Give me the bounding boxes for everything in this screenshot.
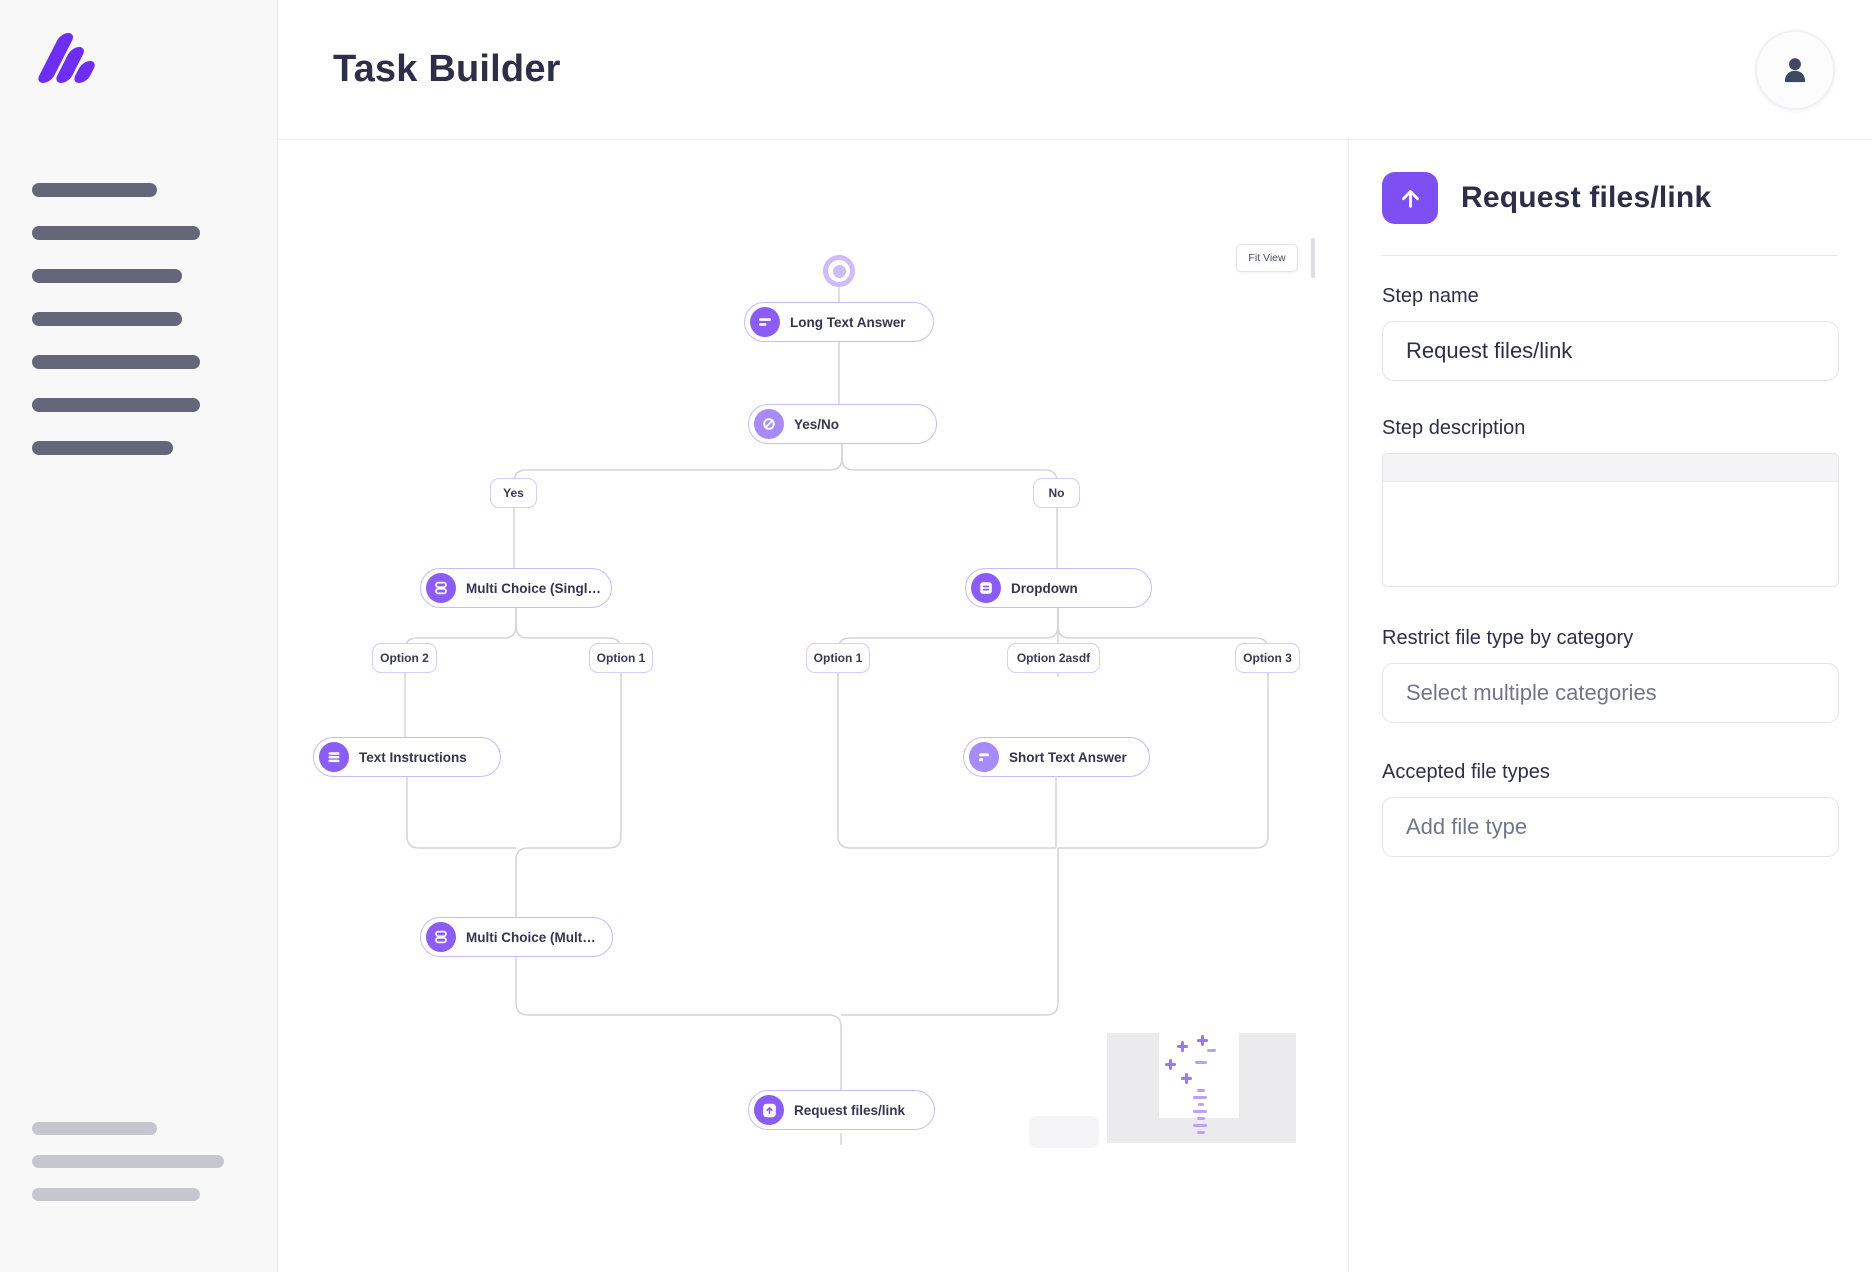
upload-icon bbox=[754, 1095, 784, 1125]
skeleton-bar bbox=[32, 269, 182, 283]
skeleton-bar bbox=[32, 312, 182, 326]
header: Task Builder bbox=[278, 0, 1872, 140]
app-logo-icon bbox=[38, 33, 95, 83]
sidebar-skeleton-menu bbox=[32, 183, 200, 455]
minimap-node-mark bbox=[1197, 1117, 1205, 1120]
flow-node-yes-no[interactable]: Yes/No bbox=[748, 404, 937, 444]
chip-label: Yes bbox=[503, 486, 524, 500]
fit-view-button[interactable]: Fit View bbox=[1236, 244, 1298, 272]
branch-chip-option-1[interactable]: Option 1 bbox=[806, 643, 870, 673]
yes-no-icon bbox=[754, 409, 784, 439]
minimap-node-mark bbox=[1165, 1059, 1176, 1070]
branch-chip-option-2asdf[interactable]: Option 2asdf bbox=[1007, 643, 1100, 673]
chip-label: Option 1 bbox=[813, 651, 863, 665]
minimap-node-mark bbox=[1193, 1096, 1207, 1099]
flow-node-dropdown[interactable]: Dropdown bbox=[965, 568, 1152, 608]
branch-chip-yes[interactable]: Yes bbox=[490, 478, 537, 508]
flow-node-long-text-answer[interactable]: Long Text Answer bbox=[744, 302, 934, 342]
chip-label: No bbox=[1048, 486, 1065, 500]
branch-chip-option-2[interactable]: Option 2 bbox=[372, 643, 437, 673]
multi-choice-icon bbox=[426, 922, 456, 952]
skeleton-bar bbox=[32, 183, 157, 197]
skeleton-bar bbox=[32, 441, 173, 455]
skeleton-bar bbox=[32, 1188, 200, 1201]
flow-node-request-files-link[interactable]: Request files/link bbox=[748, 1090, 935, 1130]
minimap-node-mark bbox=[1193, 1110, 1207, 1113]
node-label: Yes/No bbox=[794, 416, 840, 432]
skeleton-bar bbox=[32, 1155, 224, 1168]
flow-node-multi-choice-multi[interactable]: Multi Choice (Mult… bbox=[420, 917, 613, 957]
panel-title: Request files/link bbox=[1461, 181, 1712, 214]
dropdown-icon bbox=[971, 573, 1001, 603]
node-label: Short Text Answer bbox=[1009, 749, 1127, 765]
step-description-label: Step description bbox=[1382, 417, 1526, 439]
short-text-icon bbox=[969, 742, 999, 772]
step-name-input[interactable] bbox=[1382, 321, 1839, 381]
skeleton-bar bbox=[32, 1122, 157, 1135]
node-label: Dropdown bbox=[1011, 580, 1078, 596]
minimap-node-mark bbox=[1193, 1124, 1207, 1127]
skeleton-bar bbox=[32, 355, 200, 369]
node-label: Multi Choice (Singl… bbox=[466, 580, 601, 596]
minimap-node-mark bbox=[1197, 1035, 1208, 1046]
minimap-artifact bbox=[1029, 1116, 1099, 1148]
node-label: Long Text Answer bbox=[790, 314, 906, 330]
sidebar-skeleton-footer bbox=[32, 1122, 224, 1201]
flow-node-text-instructions[interactable]: Text Instructions bbox=[313, 737, 501, 777]
skeleton-bar bbox=[32, 226, 200, 240]
user-avatar-button[interactable] bbox=[1755, 29, 1835, 110]
category-multiselect[interactable] bbox=[1382, 663, 1839, 723]
step-description-editor[interactable] bbox=[1382, 453, 1839, 587]
minimap-node-mark bbox=[1207, 1049, 1216, 1052]
branch-chip-no[interactable]: No bbox=[1033, 478, 1080, 508]
chip-label: Option 2 bbox=[380, 651, 429, 665]
page-title: Task Builder bbox=[333, 48, 561, 90]
accepted-file-types-label: Accepted file types bbox=[1382, 761, 1550, 783]
description-toolbar bbox=[1383, 454, 1838, 482]
restrict-file-type-label: Restrict file type by category bbox=[1382, 627, 1634, 649]
minimap-node-mark bbox=[1181, 1073, 1192, 1084]
branch-chip-option-1[interactable]: Option 1 bbox=[589, 643, 653, 673]
text-instructions-icon bbox=[319, 742, 349, 772]
minimap-node-mark bbox=[1195, 1061, 1207, 1064]
branch-chip-option-3[interactable]: Option 3 bbox=[1235, 643, 1300, 673]
panel-divider bbox=[1382, 255, 1838, 256]
minimap-node-mark bbox=[1197, 1089, 1205, 1092]
sidebar bbox=[0, 0, 278, 1272]
panel-header: Request files/link bbox=[1382, 172, 1838, 224]
step-name-label: Step name bbox=[1382, 285, 1479, 307]
multi-choice-icon bbox=[426, 573, 456, 603]
flow-canvas[interactable]: Long Text Answer Yes/No Multi Choice (Si… bbox=[278, 140, 1348, 1272]
step-settings-panel: Request files/link Step name Step descri… bbox=[1348, 140, 1872, 1272]
minimap-node-mark bbox=[1197, 1131, 1205, 1134]
person-icon bbox=[1784, 57, 1806, 82]
flow-node-multi-choice-single[interactable]: Multi Choice (Singl… bbox=[420, 568, 612, 608]
canvas-scrollbar[interactable] bbox=[1311, 238, 1315, 278]
skeleton-bar bbox=[32, 398, 200, 412]
chip-label: Option 3 bbox=[1243, 651, 1292, 665]
minimap-node-mark bbox=[1177, 1041, 1188, 1052]
node-label: Multi Choice (Mult… bbox=[466, 929, 596, 945]
chip-label: Option 2asdf bbox=[1016, 651, 1091, 665]
node-label: Text Instructions bbox=[359, 749, 467, 765]
flow-node-short-text-answer[interactable]: Short Text Answer bbox=[963, 737, 1150, 777]
flow-start-node[interactable] bbox=[823, 255, 855, 287]
upload-step-icon bbox=[1382, 172, 1438, 224]
long-text-icon bbox=[750, 307, 780, 337]
minimap-node-mark bbox=[1198, 1103, 1204, 1106]
chip-label: Option 1 bbox=[596, 651, 646, 665]
flow-minimap[interactable] bbox=[1107, 1033, 1296, 1143]
node-label: Request files/link bbox=[794, 1102, 906, 1118]
add-file-type-input[interactable] bbox=[1382, 797, 1839, 857]
